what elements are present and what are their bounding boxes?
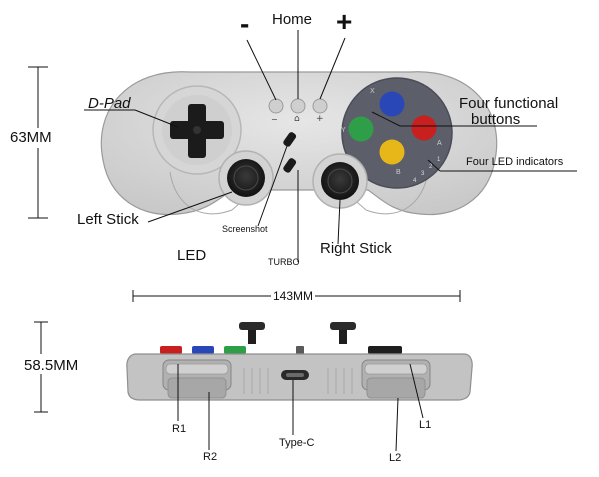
x-button[interactable] xyxy=(379,91,405,117)
plus-button[interactable] xyxy=(312,98,328,114)
x-letter: X xyxy=(370,88,375,95)
side-view-controller xyxy=(126,322,473,401)
screenshot-button[interactable] xyxy=(282,131,297,148)
b-button[interactable] xyxy=(379,139,405,165)
led-number-2: 2 xyxy=(429,164,433,170)
r1-label: R1 xyxy=(172,423,187,435)
height-58-5mm-label: 58.5MM xyxy=(24,357,79,374)
four-functional-label-line2: buttons xyxy=(471,111,521,128)
plus-button-glyph: + xyxy=(316,114,324,124)
left-stick-label: Left Stick xyxy=(77,211,139,228)
top-view-controller xyxy=(100,71,498,216)
home-button-glyph: ⌂ xyxy=(294,114,300,124)
height-63mm-label: 63MM xyxy=(10,129,52,146)
bottom-callout-lines xyxy=(34,321,424,452)
turbo-button[interactable] xyxy=(282,157,297,174)
minus-label: - xyxy=(240,8,250,39)
minus-button-glyph: − xyxy=(271,115,278,124)
home-button[interactable] xyxy=(290,98,306,114)
y-letter: Y xyxy=(341,127,346,134)
a-button[interactable] xyxy=(411,115,437,141)
led-number-1: 1 xyxy=(437,157,441,163)
home-label: Home xyxy=(272,11,313,28)
dpad-label: D-Pad xyxy=(88,95,131,112)
r2-label: R2 xyxy=(203,451,218,463)
right-stick-label: Right Stick xyxy=(320,240,392,257)
four-led-indicators-label: Four LED indicators xyxy=(466,156,564,168)
l1-label: L1 xyxy=(419,419,432,431)
face-buttons xyxy=(348,91,437,165)
dpad[interactable] xyxy=(170,104,224,158)
b-letter: B xyxy=(396,169,401,176)
screenshot-label: Screenshot xyxy=(222,224,268,234)
left-stick[interactable] xyxy=(218,150,274,206)
turbo-label: TURBO xyxy=(268,257,300,267)
type-c-label: Type-C xyxy=(279,437,315,449)
minus-button[interactable] xyxy=(268,98,284,114)
top-callout-lines xyxy=(28,30,577,302)
width-143mm-label: 143MM xyxy=(271,289,316,303)
four-functional-label-line1: Four functional xyxy=(459,95,559,112)
plus-label: + xyxy=(336,6,353,37)
y-button[interactable] xyxy=(348,116,374,142)
a-letter: A xyxy=(437,140,442,147)
led-label: LED xyxy=(177,247,207,264)
right-stick[interactable] xyxy=(312,153,368,209)
face-button-well xyxy=(341,77,453,189)
led-number-3: 3 xyxy=(421,171,425,177)
l2-label: L2 xyxy=(389,452,402,464)
led-number-4: 4 xyxy=(413,178,417,184)
